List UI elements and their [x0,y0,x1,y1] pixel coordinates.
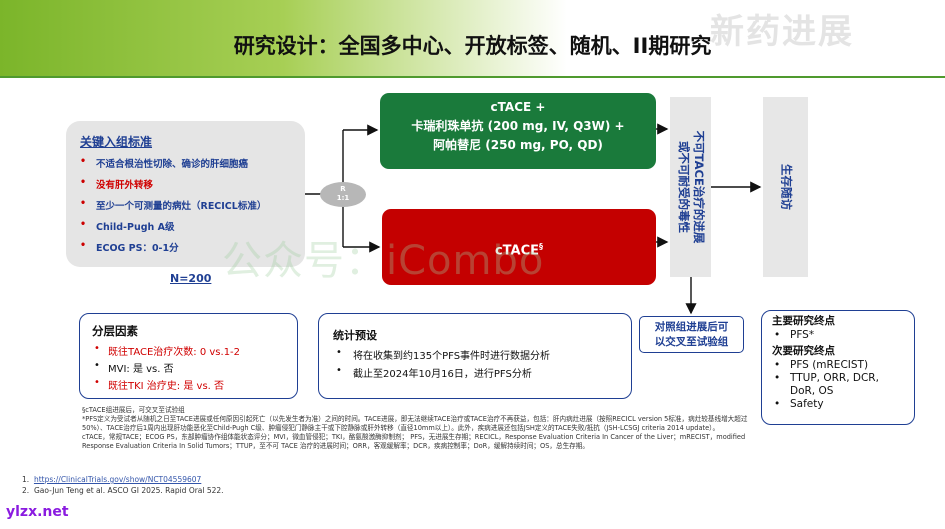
top-watermark: 新药进展 [710,12,854,52]
statistics-box: 统计预设 •将在收集到约135个PFS事件时进行数据分析 •截止至2024年10… [318,313,632,399]
progression-line1: 不可TACE治疗的进展 [691,130,706,244]
survival-followup-box: 生存随访 [763,97,808,277]
clinicaltrials-link[interactable]: https://ClinicalTrials.gov/show/NCT04559… [33,475,202,484]
header-band [0,0,945,78]
endpoint-item: •PFS* [774,329,815,341]
criteria-item: •不适合根治性切除、确诊的肝细胞癌 [80,156,249,170]
primary-endpoint-title: 主要研究终点 [772,315,835,327]
endpoint-item: •Safety [774,398,824,410]
center-watermark: 公众号：iCombo [222,238,545,284]
endpoint-item: DoR, OS [790,385,834,397]
crossover-box: 对照组进展后可 以交叉至试验组 [639,316,744,353]
randomization-node: R 1:1 [320,182,366,207]
criteria-item: •ECOG PS：0-1分 [80,240,179,254]
inclusion-criteria-box: 关键入组标准 •不适合根治性切除、确诊的肝细胞癌 •没有肝外转移 •至少一个可测… [66,121,305,267]
endpoint-item: •PFS (mRECIST) [774,359,869,371]
footnote: §cTACE组进展后，可交叉至试验组 [82,406,185,414]
stratification-title: 分层因素 [92,324,138,338]
arm1-line1: cTACE + [490,100,546,114]
statistics-title: 统计预设 [333,329,377,342]
stats-item: •将在收集到约135个PFS事件时进行数据分析 [336,347,551,362]
page-title: 研究设计：全国多中心、开放标签、随机、II期研究 [233,34,712,58]
endpoints-box: 主要研究终点 •PFS* 次要研究终点 •PFS (mRECIST) •TTUP… [761,310,915,425]
criteria-list: •不适合根治性切除、确诊的肝细胞癌 •没有肝外转移 •至少一个可测量的病灶（RE… [80,156,291,254]
site-watermark: ylzx.net [6,504,69,520]
progression-line2: 或不可耐受的毒性 [676,141,691,233]
strat-item: •MVI: 是 vs. 否 [94,360,174,375]
progression-box: 不可TACE治疗的进展 或不可耐受的毒性 [670,97,711,277]
criteria-item: •没有肝外转移 [80,177,154,191]
footnote: *PFS定义为受试者从随机之日至TACE进展或任何原因引起死亡（以先发生者为准）… [82,415,748,432]
footnotes: §cTACE组进展后，可交叉至试验组 *PFS定义为受试者从随机之日至TACE进… [82,406,752,451]
strat-item: •既往TACE治疗次数: 0 vs.1-2 [94,343,241,358]
references: 1. https://ClinicalTrials.gov/show/NCT04… [22,474,224,496]
arm1-line2: 卡瑞利珠单抗 (200 mg, IV, Q3W) + [411,119,625,133]
control-arm-box: cTACE§ [382,209,656,285]
survival-label: 生存随访 [779,164,793,210]
stratification-box: 分层因素 •既往TACE治疗次数: 0 vs.1-2 •MVI: 是 vs. 否… [79,313,298,399]
arm1-line3: 阿帕替尼 (250 mg, PO, QD) [433,138,603,152]
experimental-arm-box: cTACE + 卡瑞利珠单抗 (200 mg, IV, Q3W) + 阿帕替尼 … [380,93,656,169]
endpoint-item: •TTUP, ORR, DCR, [774,372,879,384]
arm2-footnote-mark: § [539,242,544,251]
arm2-label: cTACE [494,243,540,259]
criteria-item: •至少一个可测量的病灶（RECICL标准） [80,198,267,212]
footnote: cTACE，常规TACE；ECOG PS，东部肿瘤协作组体能状态评分；MVI，微… [82,433,746,450]
criteria-title: 关键入组标准 [80,135,153,149]
stats-item: •截止至2024年10月16日，进行PFS分析 [336,365,532,380]
criteria-item: •Child-Pugh A级 [80,219,175,233]
header-divider [0,76,945,78]
sample-size-label: N=200 [170,272,212,285]
reference-item: 2. Gao-Jun Teng et al. ASCO GI 2025. Rap… [22,486,224,495]
reference-item: 1. https://ClinicalTrials.gov/show/NCT04… [22,475,202,484]
strat-item: •既往TKI 治疗史: 是 vs. 否 [94,377,225,392]
secondary-endpoint-title: 次要研究终点 [772,345,835,357]
